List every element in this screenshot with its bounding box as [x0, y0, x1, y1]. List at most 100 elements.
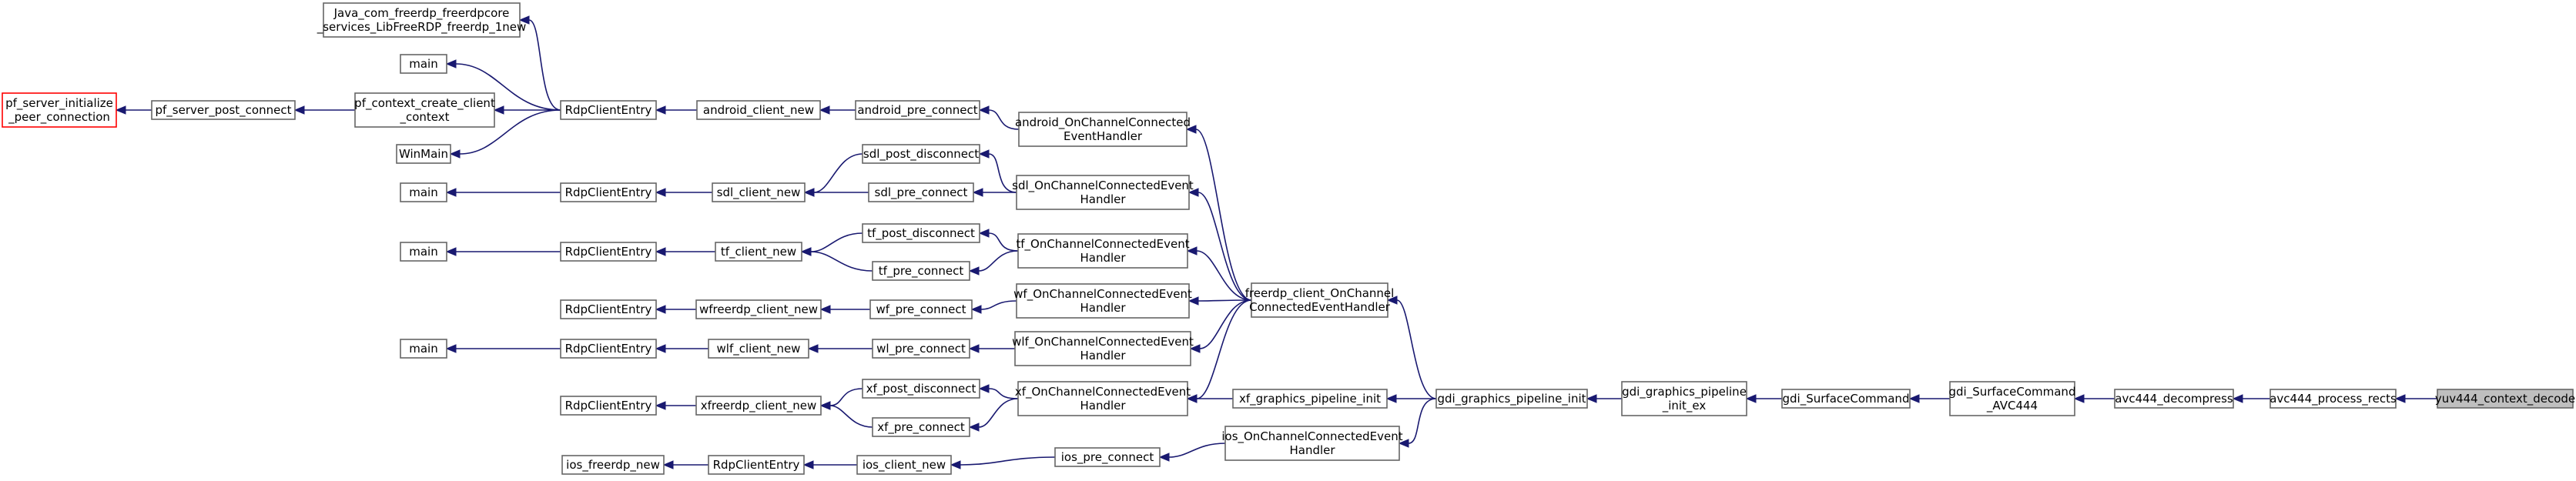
graph-node-xfnew[interactable]: xfreerdp_client_new — [695, 396, 822, 416]
node-box — [2269, 389, 2397, 409]
node-box — [1251, 282, 1388, 318]
node-label: RdpClientEntry — [565, 185, 652, 199]
graph-edge-iospre-to-iosclient — [950, 456, 1056, 469]
node-label: xfreerdp_client_new — [701, 399, 817, 413]
node-box — [872, 339, 970, 359]
graph-node-wfpre[interactable]: wf_pre_connect — [869, 299, 973, 319]
graph-node-wlnew[interactable]: wlf_client_new — [708, 339, 809, 359]
graph-node-rdp3[interactable]: RdpClientEntry — [560, 242, 657, 262]
node-label: pf_server_initialize — [5, 96, 113, 111]
graph-node-java[interactable]: Java_com_freerdp_freerdpcore_services_Li… — [317, 2, 527, 38]
node-box — [872, 261, 970, 281]
node-box — [872, 417, 970, 437]
node-label: wf_pre_connect — [876, 302, 966, 317]
graph-node-sdlpostd[interactable]: sdl_post_disconnect — [862, 144, 980, 164]
graph-node-main4[interactable]: main — [400, 339, 447, 359]
graph-node-xfpre[interactable]: xf_pre_connect — [872, 417, 970, 437]
node-label: main — [409, 57, 437, 71]
node-box — [855, 100, 980, 120]
graph-node-tfnew[interactable]: tf_client_new — [715, 242, 802, 262]
node-label: gdi_SurfaceCommand — [1949, 385, 2076, 399]
graph-node-tfpostd[interactable]: tf_post_disconnect — [862, 223, 980, 243]
graph-edge-sdlocc-to-sdlpostd — [978, 149, 1017, 193]
graph-node-gdisc[interactable]: gdi_SurfaceCommand — [1781, 389, 1911, 409]
graph-node-gdigpi[interactable]: gdi_graphics_pipeline_init — [1435, 389, 1588, 409]
graph-node-iosnew[interactable]: ios_freerdp_new — [561, 455, 665, 475]
graph-edge-wfpre-to-wfnew — [819, 305, 870, 314]
node-box — [1781, 389, 1911, 409]
node-box — [708, 455, 805, 475]
graph-node-andpre[interactable]: android_pre_connect — [855, 100, 980, 120]
graph-node-iospre[interactable]: ios_pre_connect — [1054, 447, 1161, 467]
graph-node-main3[interactable]: main — [400, 242, 447, 262]
graph-node-wlpre[interactable]: wl_pre_connect — [872, 339, 970, 359]
node-box — [151, 100, 296, 120]
graph-node-main1[interactable]: main — [400, 54, 447, 74]
graph-node-gdiscavc[interactable]: gdi_SurfaceCommand_AVC444 — [1949, 381, 2076, 416]
node-box — [1016, 283, 1190, 319]
node-label: gdi_SurfaceCommand — [1783, 392, 1910, 406]
graph-node-gdigpiex[interactable]: gdi_graphics_pipeline_init_ex — [1621, 381, 1747, 416]
node-label: tf_client_new — [721, 245, 796, 259]
graph-node-main2[interactable]: main — [400, 182, 447, 202]
node-box — [708, 339, 809, 359]
graph-edge-fcocc-to-tfocc — [1186, 246, 1252, 301]
graph-edge-andpre-to-andnew — [819, 105, 856, 115]
graph-edge-gdigpi-to-iosocc — [1398, 398, 1437, 448]
graph-node-fcocc[interactable]: freerdp_client_OnChannelConnectedEventHa… — [1245, 282, 1395, 318]
node-box — [856, 455, 952, 475]
node-label: RdpClientEntry — [713, 458, 800, 472]
graph-node-winmain[interactable]: WinMain — [396, 144, 451, 164]
graph-node-rdp7[interactable]: RdpClientEntry — [708, 455, 805, 475]
graph-node-rdp2[interactable]: RdpClientEntry — [560, 182, 657, 202]
graph-edge-gdigpiex-to-gdigpi — [1586, 394, 1622, 403]
graph-node-sdlpre[interactable]: sdl_pre_connect — [868, 182, 974, 202]
node-label: RdpClientEntry — [565, 302, 652, 316]
graph-node-yuv[interactable]: yuv444_context_decode — [2435, 389, 2575, 409]
graph-node-xfpostd[interactable]: xf_post_disconnect — [862, 379, 980, 399]
graph-node-avcdec[interactable]: avc444_decompress — [2114, 389, 2234, 409]
node-label: gdi_graphics_pipeline_init — [1437, 392, 1586, 406]
graph-node-pfctx[interactable]: pf_context_create_client_context — [354, 92, 495, 128]
graph-node-andnew[interactable]: android_client_new — [696, 100, 821, 120]
node-box — [1018, 112, 1188, 147]
graph-node-xfgpi[interactable]: xf_graphics_pipeline_init — [1232, 389, 1388, 409]
graph-edge-pfpost-to-pfinit — [115, 105, 152, 115]
node-box — [560, 299, 657, 319]
node-label: gdi_graphics_pipeline — [1622, 385, 1747, 399]
graph-edge-fcocc-to-sdlocc — [1188, 188, 1252, 301]
node-label: pf_context_create_client — [354, 96, 495, 111]
graph-node-sdlnew[interactable]: sdl_client_new — [712, 182, 806, 202]
graph-node-rdp5[interactable]: RdpClientEntry — [560, 339, 657, 359]
graph-edge-rdp7-to-iosnew — [662, 460, 708, 469]
graph-node-iosclient[interactable]: ios_client_new — [856, 455, 952, 475]
node-label: ios_freerdp_new — [566, 458, 660, 473]
graph-node-rdp1[interactable]: RdpClientEntry — [560, 100, 657, 120]
graph-node-rdp6[interactable]: RdpClientEntry — [560, 396, 657, 416]
graph-node-wfnew[interactable]: wfreerdp_client_new — [695, 299, 822, 319]
node-box — [561, 455, 665, 475]
node-label: _services_LibFreeRDP_freerdp_1new — [317, 20, 527, 35]
graph-edge-tfocc-to-tfpre — [968, 250, 1019, 276]
graph-node-rdp4[interactable]: RdpClientEntry — [560, 299, 657, 319]
graph-node-pfinit[interactable]: pf_server_initialize_peer_connection — [2, 92, 117, 128]
node-label: _AVC444 — [1986, 399, 2038, 413]
graph-edge-xfpre-to-xfnew — [819, 401, 873, 428]
graph-node-tfpre[interactable]: tf_pre_connect — [872, 261, 970, 281]
graph-node-avcpr[interactable]: avc444_process_rects — [2269, 389, 2397, 409]
graph-edge-rdp1-to-winmain — [449, 109, 561, 159]
graph-node-pfpost[interactable]: pf_server_post_connect — [151, 100, 296, 120]
node-box — [2, 92, 117, 128]
graph-edge-wfnew-to-rdp4 — [655, 305, 696, 314]
graph-edge-iosocc-to-iospre — [1158, 443, 1226, 462]
node-box — [1016, 175, 1190, 210]
